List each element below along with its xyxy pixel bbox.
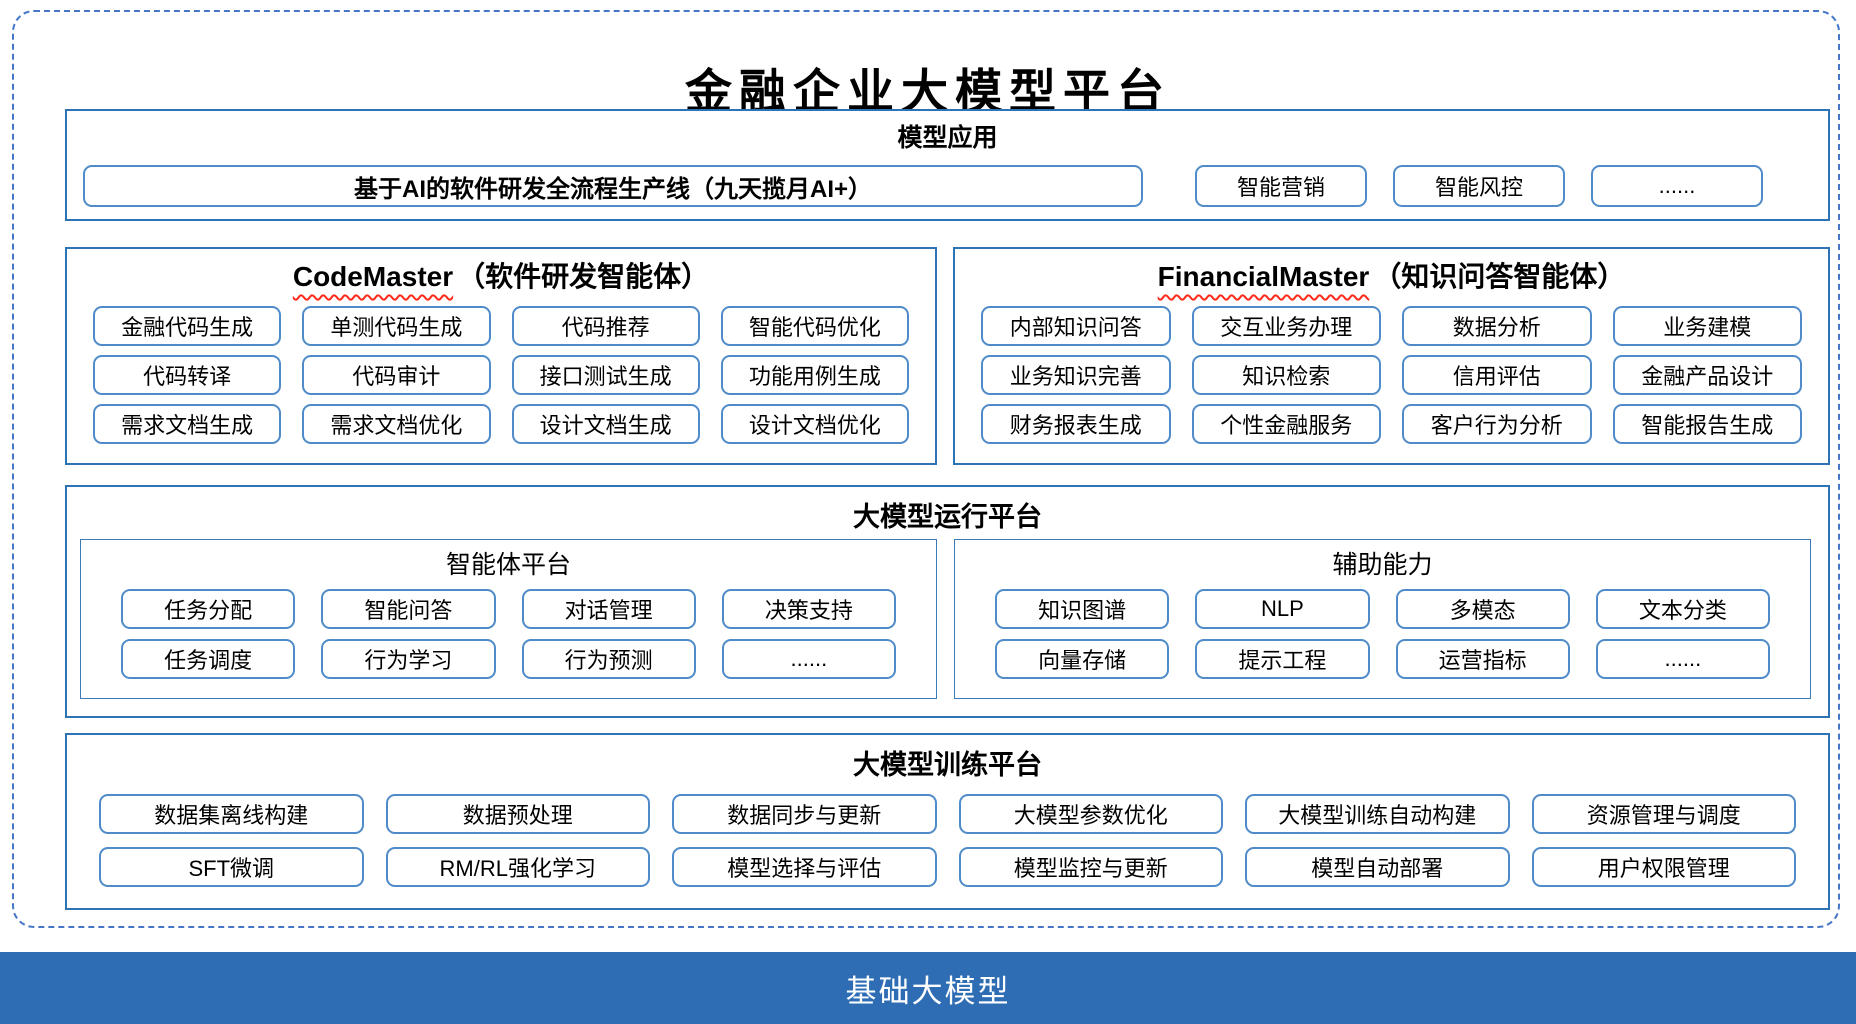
agent-platform-header: 智能体平台 [445, 551, 571, 579]
item-pill: 内部知识问答 [981, 306, 1171, 346]
item-pill: 设计文档生成 [511, 404, 700, 444]
runtime-platform-header: 大模型运行平台 [853, 502, 1042, 532]
item-pill: 智能报告生成 [1612, 404, 1802, 444]
item-pill: 模型选择与评估 [672, 847, 937, 887]
item-pill: 业务建模 [1612, 306, 1802, 346]
agent-platform-box: 智能体平台 任务分配 智能问答 对话管理 决策支持 任务调度 行为学习 行为预测… [80, 539, 937, 699]
codemaster-grid: 金融代码生成 单测代码生成 代码推荐 智能代码优化 代码转译 代码审计 接口测试… [67, 295, 935, 444]
aux-capability-box: 辅助能力 知识图谱 NLP 多模态 文本分类 向量存储 提示工程 运营指标 ..… [954, 539, 1811, 699]
foundation-model-label: 基础大模型 [845, 973, 1011, 1009]
item-pill: 运营指标 [1395, 639, 1570, 679]
item-pill: 模型自动部署 [1245, 847, 1510, 887]
item-pill: 知识检索 [1191, 355, 1381, 395]
financialmaster-title-zh: （知识问答智能体） [1373, 261, 1626, 292]
item-pill: 模型监控与更新 [958, 847, 1223, 887]
codemaster-title-en: CodeMaster [292, 261, 454, 292]
item-pill: 智能代码优化 [720, 306, 909, 346]
item-pill: 行为学习 [321, 639, 496, 679]
item-pill: 数据预处理 [385, 794, 650, 834]
item-pill: 代码转译 [93, 355, 282, 395]
item-pill: 智能营销 [1195, 165, 1367, 207]
item-pill: 智能风控 [1393, 165, 1565, 207]
item-pill: 多模态 [1395, 589, 1570, 629]
item-pill: 代码审计 [302, 355, 491, 395]
item-pill: 知识图谱 [995, 589, 1170, 629]
financialmaster-section: FinancialMaster（知识问答智能体） 内部知识问答 交互业务办理 数… [953, 247, 1830, 465]
item-pill: 任务分配 [121, 589, 296, 629]
item-pill: 财务报表生成 [981, 404, 1171, 444]
item-pill: 功能用例生成 [720, 355, 909, 395]
item-pill: 个性金融服务 [1191, 404, 1381, 444]
foundation-model-bar: 基础大模型 [0, 952, 1856, 1024]
item-pill: 金融产品设计 [1612, 355, 1802, 395]
item-pill: 需求文档生成 [93, 404, 282, 444]
item-pill: 对话管理 [521, 589, 696, 629]
agent-platform-grid: 任务分配 智能问答 对话管理 决策支持 任务调度 行为学习 行为预测 .....… [81, 581, 936, 679]
training-platform-header: 大模型训练平台 [853, 750, 1042, 780]
item-pill: 任务调度 [121, 639, 296, 679]
codemaster-title: CodeMaster（软件研发智能体） [67, 249, 935, 295]
item-pill: 决策支持 [721, 589, 896, 629]
financialmaster-title: FinancialMaster（知识问答智能体） [955, 249, 1828, 295]
runtime-platform-section: 大模型运行平台 智能体平台 任务分配 智能问答 对话管理 决策支持 任务调度 行… [65, 485, 1830, 718]
model-application-row: 基于AI的软件研发全流程生产线（九天揽月AI+） 智能营销 智能风控 .....… [67, 154, 1828, 207]
training-platform-grid: 数据集离线构建 数据预处理 数据同步与更新 大模型参数优化 大模型训练自动构建 … [67, 782, 1828, 887]
model-application-section: 模型应用 基于AI的软件研发全流程生产线（九天揽月AI+） 智能营销 智能风控 … [65, 109, 1830, 221]
item-pill: 大模型训练自动构建 [1245, 794, 1510, 834]
item-pill: 设计文档优化 [720, 404, 909, 444]
item-pill: 需求文档优化 [302, 404, 491, 444]
financialmaster-grid: 内部知识问答 交互业务办理 数据分析 业务建模 业务知识完善 知识检索 信用评估… [955, 295, 1828, 444]
item-pill: RM/RL强化学习 [385, 847, 650, 887]
item-pill: 资源管理与调度 [1531, 794, 1796, 834]
item-pill: 业务知识完善 [981, 355, 1171, 395]
codemaster-title-zh: （软件研发智能体） [457, 261, 710, 292]
item-pill: SFT微调 [99, 847, 364, 887]
item-pill: 数据分析 [1402, 306, 1592, 346]
item-pill: 用户权限管理 [1531, 847, 1796, 887]
item-pill: 客户行为分析 [1402, 404, 1592, 444]
item-pill: 信用评估 [1402, 355, 1592, 395]
aux-capability-header: 辅助能力 [1332, 551, 1433, 579]
model-application-header: 模型应用 [897, 124, 998, 152]
item-pill: NLP [1195, 589, 1370, 629]
item-pill-ellipsis: ...... [721, 639, 896, 679]
codemaster-section: CodeMaster（软件研发智能体） 金融代码生成 单测代码生成 代码推荐 智… [65, 247, 937, 465]
item-pill: 代码推荐 [511, 306, 700, 346]
aux-capability-grid: 知识图谱 NLP 多模态 文本分类 向量存储 提示工程 运营指标 ...... [955, 581, 1810, 679]
training-platform-section: 大模型训练平台 数据集离线构建 数据预处理 数据同步与更新 大模型参数优化 大模… [65, 733, 1830, 910]
item-pill: 文本分类 [1595, 589, 1770, 629]
item-pill: 金融代码生成 [93, 306, 282, 346]
item-pill: 提示工程 [1195, 639, 1370, 679]
financialmaster-title-en: FinancialMaster [1157, 261, 1370, 292]
item-pill: 单测代码生成 [302, 306, 491, 346]
item-pill: 向量存储 [995, 639, 1170, 679]
platform-dashed-frame [12, 10, 1840, 928]
item-pill: 交互业务办理 [1191, 306, 1381, 346]
item-pill: 数据同步与更新 [672, 794, 937, 834]
item-pill: 数据集离线构建 [99, 794, 364, 834]
item-pill-ellipsis: ...... [1591, 165, 1763, 207]
item-pill: 智能问答 [321, 589, 496, 629]
item-pill-ellipsis: ...... [1595, 639, 1770, 679]
item-pill: 大模型参数优化 [958, 794, 1223, 834]
item-pill-ai-pipeline: 基于AI的软件研发全流程生产线（九天揽月AI+） [83, 165, 1143, 207]
item-pill: 行为预测 [521, 639, 696, 679]
item-pill: 接口测试生成 [511, 355, 700, 395]
